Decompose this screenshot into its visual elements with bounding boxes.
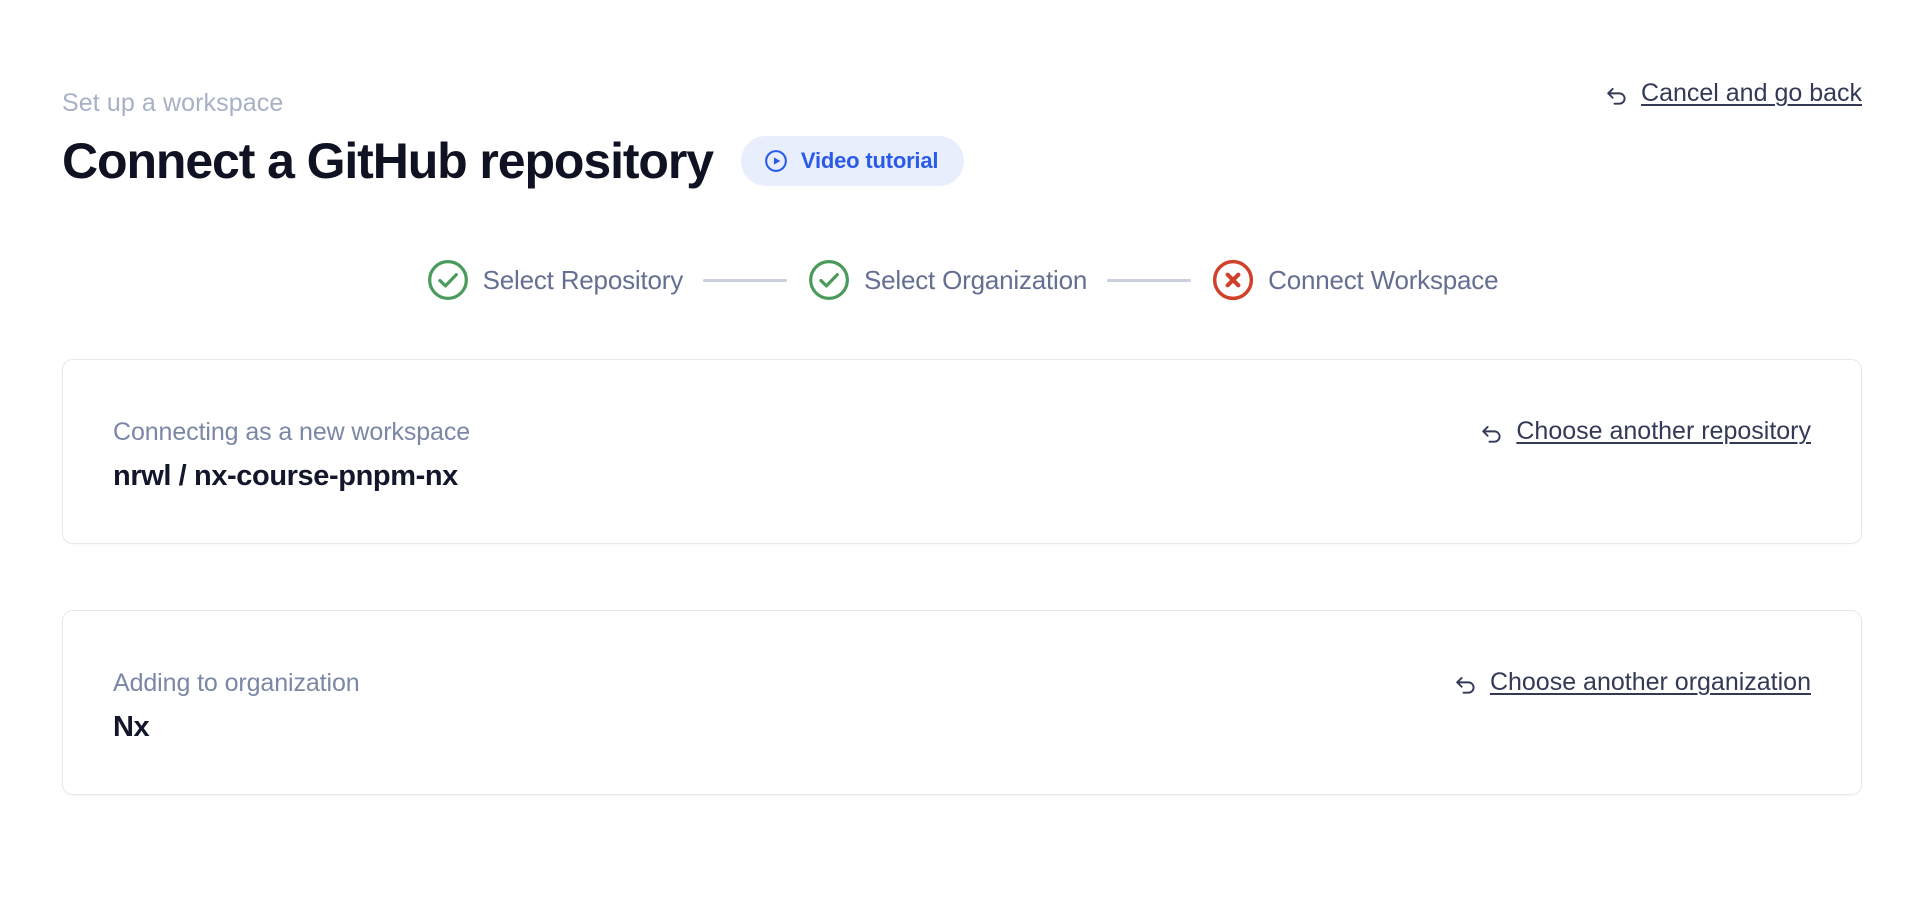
repository-card-value: nrwl / nx-course-pnpm-nx — [113, 458, 1811, 494]
step-select-repository[interactable]: Select Repository — [426, 258, 683, 302]
x-circle-icon — [1211, 258, 1255, 302]
check-circle-icon — [426, 258, 470, 302]
repository-name: nx-course-pnpm-nx — [194, 460, 458, 492]
repository-card: Connecting as a new workspace nrwl / nx-… — [62, 359, 1862, 544]
step-label: Connect Workspace — [1268, 265, 1499, 295]
video-tutorial-label: Video tutorial — [800, 148, 939, 173]
repository-card-label: Connecting as a new workspace — [113, 418, 471, 446]
organization-card: Adding to organization Nx Choose another… — [62, 610, 1862, 795]
step-label: Select Repository — [482, 265, 684, 295]
undo-arrow-icon — [1478, 420, 1505, 447]
cancel-and-go-back-label: Cancel and go back — [1641, 79, 1862, 107]
cancel-and-go-back-link[interactable]: Cancel and go back — [1603, 78, 1862, 108]
choose-another-repository-link[interactable]: Choose another repository — [1478, 416, 1811, 446]
step-select-organization[interactable]: Select Organization — [807, 258, 1087, 302]
summary-cards: Connecting as a new workspace nrwl / nx-… — [62, 359, 1862, 795]
choose-another-organization-label: Choose another organization — [1489, 668, 1811, 696]
organization-card-value: Nx — [113, 709, 1811, 745]
undo-arrow-icon — [1452, 671, 1479, 698]
progress-stepper: Select Repository Select Organization Co… — [62, 258, 1862, 302]
choose-another-repository-label: Choose another repository — [1516, 417, 1811, 445]
title-row: Connect a GitHub repository Video tutori… — [62, 132, 1862, 190]
step-label: Select Organization — [864, 265, 1088, 295]
organization-card-label: Adding to organization — [113, 669, 360, 697]
step-connector — [1107, 278, 1192, 282]
undo-arrow-icon — [1603, 82, 1630, 109]
breadcrumb-eyebrow: Set up a workspace — [62, 89, 284, 117]
play-circle-icon — [763, 148, 789, 174]
repository-owner: nrwl / — [113, 460, 194, 492]
check-circle-icon — [807, 258, 851, 302]
page-title: Connect a GitHub repository — [62, 133, 714, 189]
organization-name: Nx — [113, 711, 150, 743]
page-header: Set up a workspace Connect a GitHub repo… — [62, 0, 1862, 190]
choose-another-organization-link[interactable]: Choose another organization — [1452, 667, 1811, 697]
step-connect-workspace[interactable]: Connect Workspace — [1211, 258, 1499, 302]
video-tutorial-button[interactable]: Video tutorial — [740, 136, 965, 186]
step-connector — [703, 278, 788, 282]
